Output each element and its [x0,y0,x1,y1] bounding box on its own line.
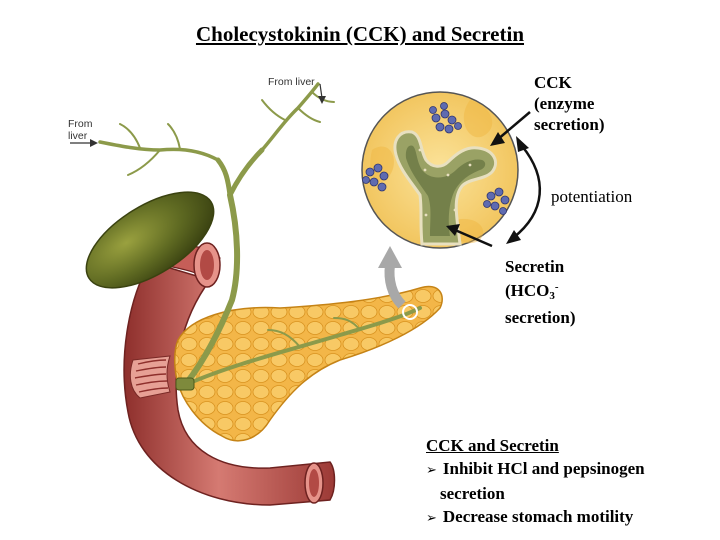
from-liver-left-arrow-icon [90,139,98,147]
potentiation-double-arrow [506,136,542,244]
slide-title: Cholecystokinin (CCK) and Secretin [195,22,525,46]
magnified-acinus [361,91,519,249]
secretin-label-line2: (HCO3- [505,281,559,302]
pancreas [173,285,443,442]
from-liver-top-arrow-icon [318,96,326,104]
cck-label-line3: secretion) [534,115,605,134]
notes-box: CCK and Secretin ➢ Inhibit HCl and pepsin… [426,434,645,530]
secretin-pointer-arrow [446,224,493,248]
notes-heading: CCK and Secretin [426,436,559,455]
from-liver-top-label: From liver [268,76,315,88]
bullet-arrow-icon: ➢ [426,511,437,526]
from-liver-left-label-line2: liver [68,130,88,142]
cck-label-line2: (enzyme [534,94,595,113]
zoom-arrow-head-icon [378,246,402,268]
notes-item-2-text: Decrease stomach motility [442,507,634,526]
magnified-area-marker [402,304,418,320]
cck-label-line1: CCK [534,73,572,92]
zoom-arrow [384,264,406,309]
potentiation-label: potentiation [551,187,633,206]
secretin-label-line3: secretion) [505,308,576,327]
notes-item-2: ➢ Decrease stomach motility [426,505,645,530]
gallbladder [85,191,215,289]
notes-item-1-text: Inhibit HCl and pepsinogen [442,459,645,478]
secretin-label-line1: Secretin [505,257,565,276]
from-liver-left-label-line1: From [68,118,93,130]
secretin-label: Secretin (HCO3- secretion) [505,256,576,328]
notes-item-1: ➢ Inhibit HCl and pepsinogen [426,457,645,482]
ampulla [175,377,195,391]
cck-label: CCK (enzyme secretion) [534,72,605,135]
notes-item-1-continued: secretion [440,484,505,503]
cck-pointer-arrow [490,111,531,146]
bullet-arrow-icon: ➢ [426,463,437,478]
